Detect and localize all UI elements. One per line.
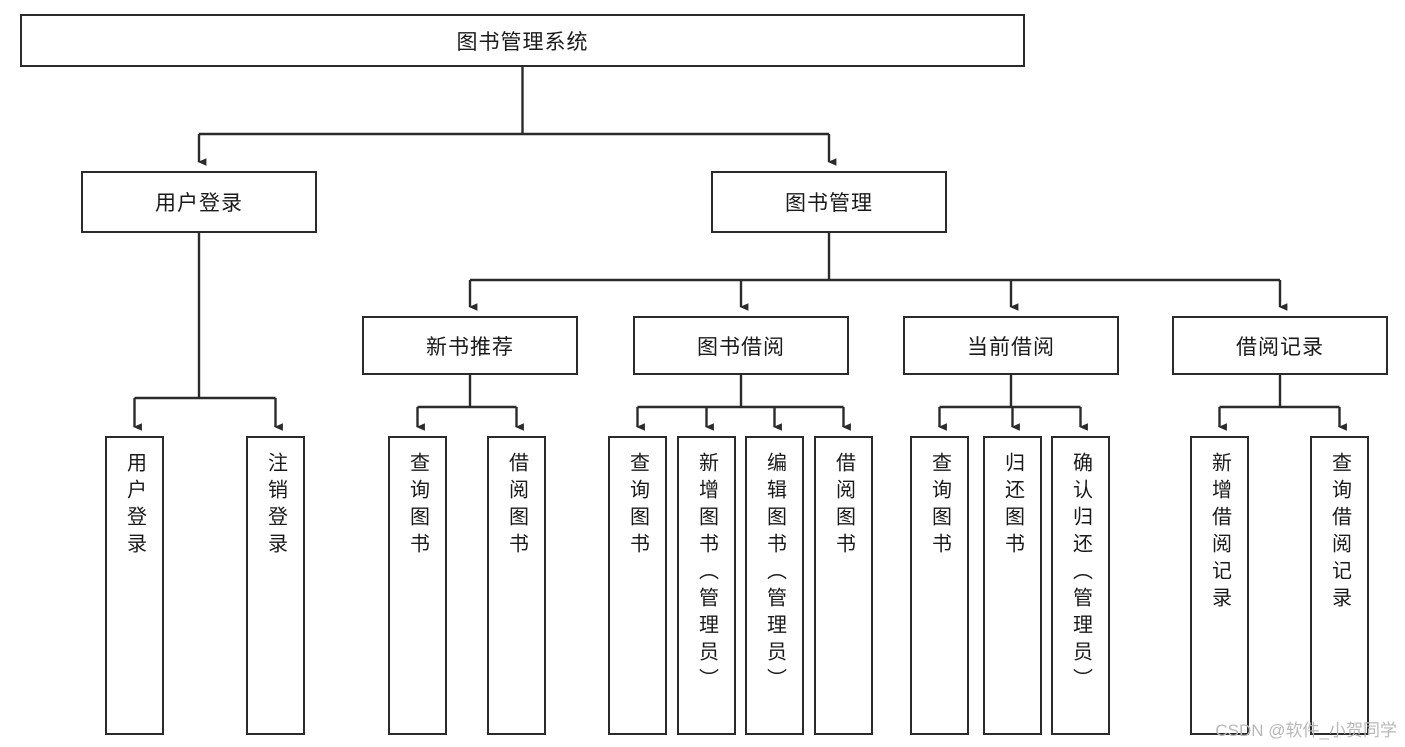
node-leaf-cur-3[interactable]: 确认归还（管理员）	[1051, 436, 1110, 735]
node-label: 查询图书	[928, 452, 951, 560]
node-leaf-login-1[interactable]: 用户登录	[105, 436, 164, 735]
node-label: 借阅图书	[505, 452, 528, 560]
node-label: 归还图书	[1001, 452, 1024, 560]
node-leaf-new-1[interactable]: 查询图书	[388, 436, 447, 735]
node-bookmgmt[interactable]: 图书管理	[711, 171, 947, 233]
node-label: 当前借阅	[967, 335, 1055, 359]
node-label: 编辑图书（管理员）	[763, 452, 786, 695]
node-leaf-new-2[interactable]: 借阅图书	[487, 436, 546, 735]
node-label: 新增图书（管理员）	[695, 452, 718, 695]
node-label: 借阅记录	[1236, 335, 1324, 359]
node-leaf-bor-2[interactable]: 新增图书（管理员）	[677, 436, 736, 735]
edge-group	[133, 67, 1347, 431]
node-leaf-bor-1[interactable]: 查询图书	[608, 436, 667, 735]
node-leaf-bor-4[interactable]: 借阅图书	[814, 436, 873, 735]
node-leaf-rec-1[interactable]: 新增借阅记录	[1190, 436, 1249, 735]
node-login[interactable]: 用户登录	[81, 171, 317, 233]
node-label: 新增借阅记录	[1208, 452, 1231, 614]
node-label: 用户登录	[155, 192, 243, 215]
node-label: 图书管理系统	[456, 30, 589, 54]
node-label: 确认归还（管理员）	[1069, 452, 1092, 695]
node-label: 新书推荐	[426, 335, 514, 359]
node-label: 用户登录	[123, 452, 146, 560]
node-label: 注销登录	[264, 452, 287, 560]
node-leaf-cur-2[interactable]: 归还图书	[983, 436, 1042, 735]
node-leaf-bor-3[interactable]: 编辑图书（管理员）	[745, 436, 804, 735]
node-leaf-login-2[interactable]: 注销登录	[246, 436, 305, 735]
node-records[interactable]: 借阅记录	[1172, 316, 1388, 375]
node-label: 图书借阅	[697, 335, 785, 359]
node-newbook[interactable]: 新书推荐	[362, 316, 578, 375]
node-current[interactable]: 当前借阅	[903, 316, 1119, 375]
node-leaf-cur-1[interactable]: 查询图书	[910, 436, 969, 735]
node-leaf-rec-2[interactable]: 查询借阅记录	[1310, 436, 1369, 735]
node-label: 借阅图书	[832, 452, 855, 560]
node-label: 图书管理	[785, 192, 873, 215]
node-label: 查询图书	[406, 452, 429, 560]
node-root[interactable]: 图书管理系统	[20, 14, 1025, 67]
node-label: 查询图书	[626, 452, 649, 560]
node-borrow[interactable]: 图书借阅	[633, 316, 849, 375]
node-label: 查询借阅记录	[1328, 452, 1351, 614]
